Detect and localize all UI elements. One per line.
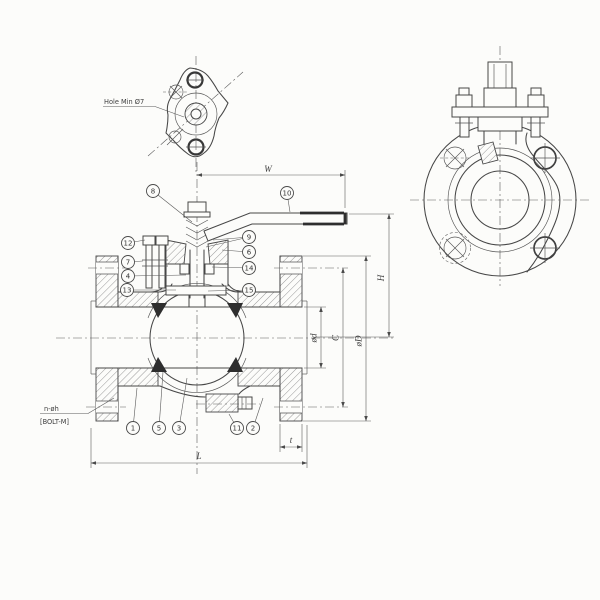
svg-text:11: 11 bbox=[233, 425, 242, 433]
packing-right bbox=[207, 239, 229, 265]
svg-text:14: 14 bbox=[245, 265, 254, 273]
callout-6: 6 bbox=[221, 245, 256, 259]
handle-stop-key bbox=[477, 141, 499, 165]
dim-h: H bbox=[316, 213, 394, 338]
bore-circle bbox=[470, 170, 530, 230]
bolt-hole-upper-right bbox=[530, 143, 560, 173]
mounting-pad-detail-view bbox=[147, 56, 244, 172]
flange-gasket-circle bbox=[447, 147, 553, 253]
mounting-plate bbox=[451, 106, 549, 118]
body-cavity-arc-top bbox=[147, 283, 247, 319]
callout-10: 10 bbox=[280, 186, 294, 213]
bolt-note-size: [BOLT-M] bbox=[40, 418, 69, 426]
callout-12: 12 bbox=[121, 236, 146, 250]
svg-text:9: 9 bbox=[247, 234, 251, 242]
pad-hole-top bbox=[186, 71, 204, 89]
svg-text:12: 12 bbox=[124, 240, 133, 248]
bolt-note: n-øh [BOLT-M] bbox=[40, 397, 115, 426]
callout-13: 13 bbox=[120, 283, 176, 297]
svg-text:3: 3 bbox=[177, 425, 181, 433]
callout-8: 8 bbox=[146, 184, 193, 223]
end-bolt-left bbox=[455, 87, 473, 138]
dim-l-label: L bbox=[195, 451, 201, 461]
end-view bbox=[410, 46, 590, 286]
callout-15: 15 bbox=[207, 283, 256, 297]
pad-center-hole bbox=[184, 102, 208, 126]
raised-face-circle bbox=[454, 154, 546, 246]
bolt-note-qty: n-øh bbox=[44, 405, 59, 413]
bolt-hole-lower-left bbox=[439, 232, 471, 264]
stem-nut bbox=[187, 201, 207, 213]
stem-ball-tab bbox=[188, 293, 206, 308]
dim-c: C bbox=[331, 267, 345, 408]
seat-rings bbox=[151, 303, 243, 372]
dim-flange-od-label: øD bbox=[354, 335, 364, 348]
bolt-hole-lower-right bbox=[530, 233, 560, 263]
callout-3: 3 bbox=[172, 377, 188, 435]
callouts: 8 12 7 4 13 9 bbox=[120, 184, 294, 435]
callout-11: 11 bbox=[228, 413, 244, 435]
callout-2: 2 bbox=[246, 397, 264, 435]
dimensions: W H øD C ød bbox=[90, 164, 394, 468]
dim-h-label: H bbox=[376, 274, 386, 282]
packing-left bbox=[165, 239, 187, 265]
hole-note: Hole Min Ø7 bbox=[103, 98, 185, 118]
gland-bolts bbox=[142, 235, 169, 289]
stem-washer bbox=[183, 211, 211, 218]
callout-7: 7 bbox=[121, 255, 144, 269]
callout-5: 5 bbox=[152, 371, 166, 435]
drain-plug bbox=[196, 393, 260, 413]
svg-text:6: 6 bbox=[247, 249, 252, 257]
valve-body bbox=[117, 283, 281, 398]
bolt-hole-upper-left bbox=[440, 146, 470, 170]
dim-w-label: W bbox=[264, 164, 273, 174]
dim-l: L bbox=[90, 425, 308, 468]
svg-text:15: 15 bbox=[245, 287, 254, 295]
dim-bore-label: ød bbox=[309, 333, 319, 344]
svg-text:1: 1 bbox=[131, 425, 135, 433]
svg-text:5: 5 bbox=[157, 425, 161, 433]
dim-bore: ød bbox=[304, 306, 326, 369]
stem-block bbox=[483, 87, 517, 108]
svg-text:10: 10 bbox=[283, 190, 292, 198]
dim-c-label: C bbox=[331, 334, 341, 341]
section-view bbox=[56, 162, 396, 474]
left-flange bbox=[86, 255, 126, 422]
handle-stub bbox=[487, 61, 513, 89]
pad-hole-bottom bbox=[186, 138, 206, 156]
callout-14: 14 bbox=[211, 261, 256, 275]
handle-lever bbox=[203, 211, 348, 242]
stem-assembly bbox=[142, 201, 246, 299]
end-stem-assembly bbox=[451, 61, 549, 165]
svg-text:8: 8 bbox=[151, 188, 155, 196]
end-bolt-right bbox=[527, 87, 545, 138]
svg-text:13: 13 bbox=[123, 287, 132, 295]
body-cavity-arc-bottom bbox=[147, 357, 247, 393]
pad-hole-left bbox=[163, 84, 189, 100]
spring-washers bbox=[185, 219, 209, 248]
callout-1: 1 bbox=[126, 387, 140, 435]
stem-pin-right bbox=[204, 263, 215, 275]
dim-w: W bbox=[196, 164, 346, 208]
dim-t-label: t bbox=[290, 435, 293, 445]
callout-9: 9 bbox=[205, 230, 256, 248]
stem-pin-left bbox=[179, 263, 190, 275]
gland-front bbox=[477, 116, 523, 132]
dim-t: t bbox=[279, 424, 303, 452]
svg-text:7: 7 bbox=[126, 259, 130, 267]
callout-4: 4 bbox=[121, 269, 187, 283]
dim-flange-od: øD bbox=[303, 255, 371, 422]
hole-note-text: Hole Min Ø7 bbox=[104, 98, 144, 106]
pad-hole-slot bbox=[166, 128, 184, 146]
svg-text:4: 4 bbox=[126, 273, 131, 281]
svg-text:2: 2 bbox=[251, 425, 255, 433]
